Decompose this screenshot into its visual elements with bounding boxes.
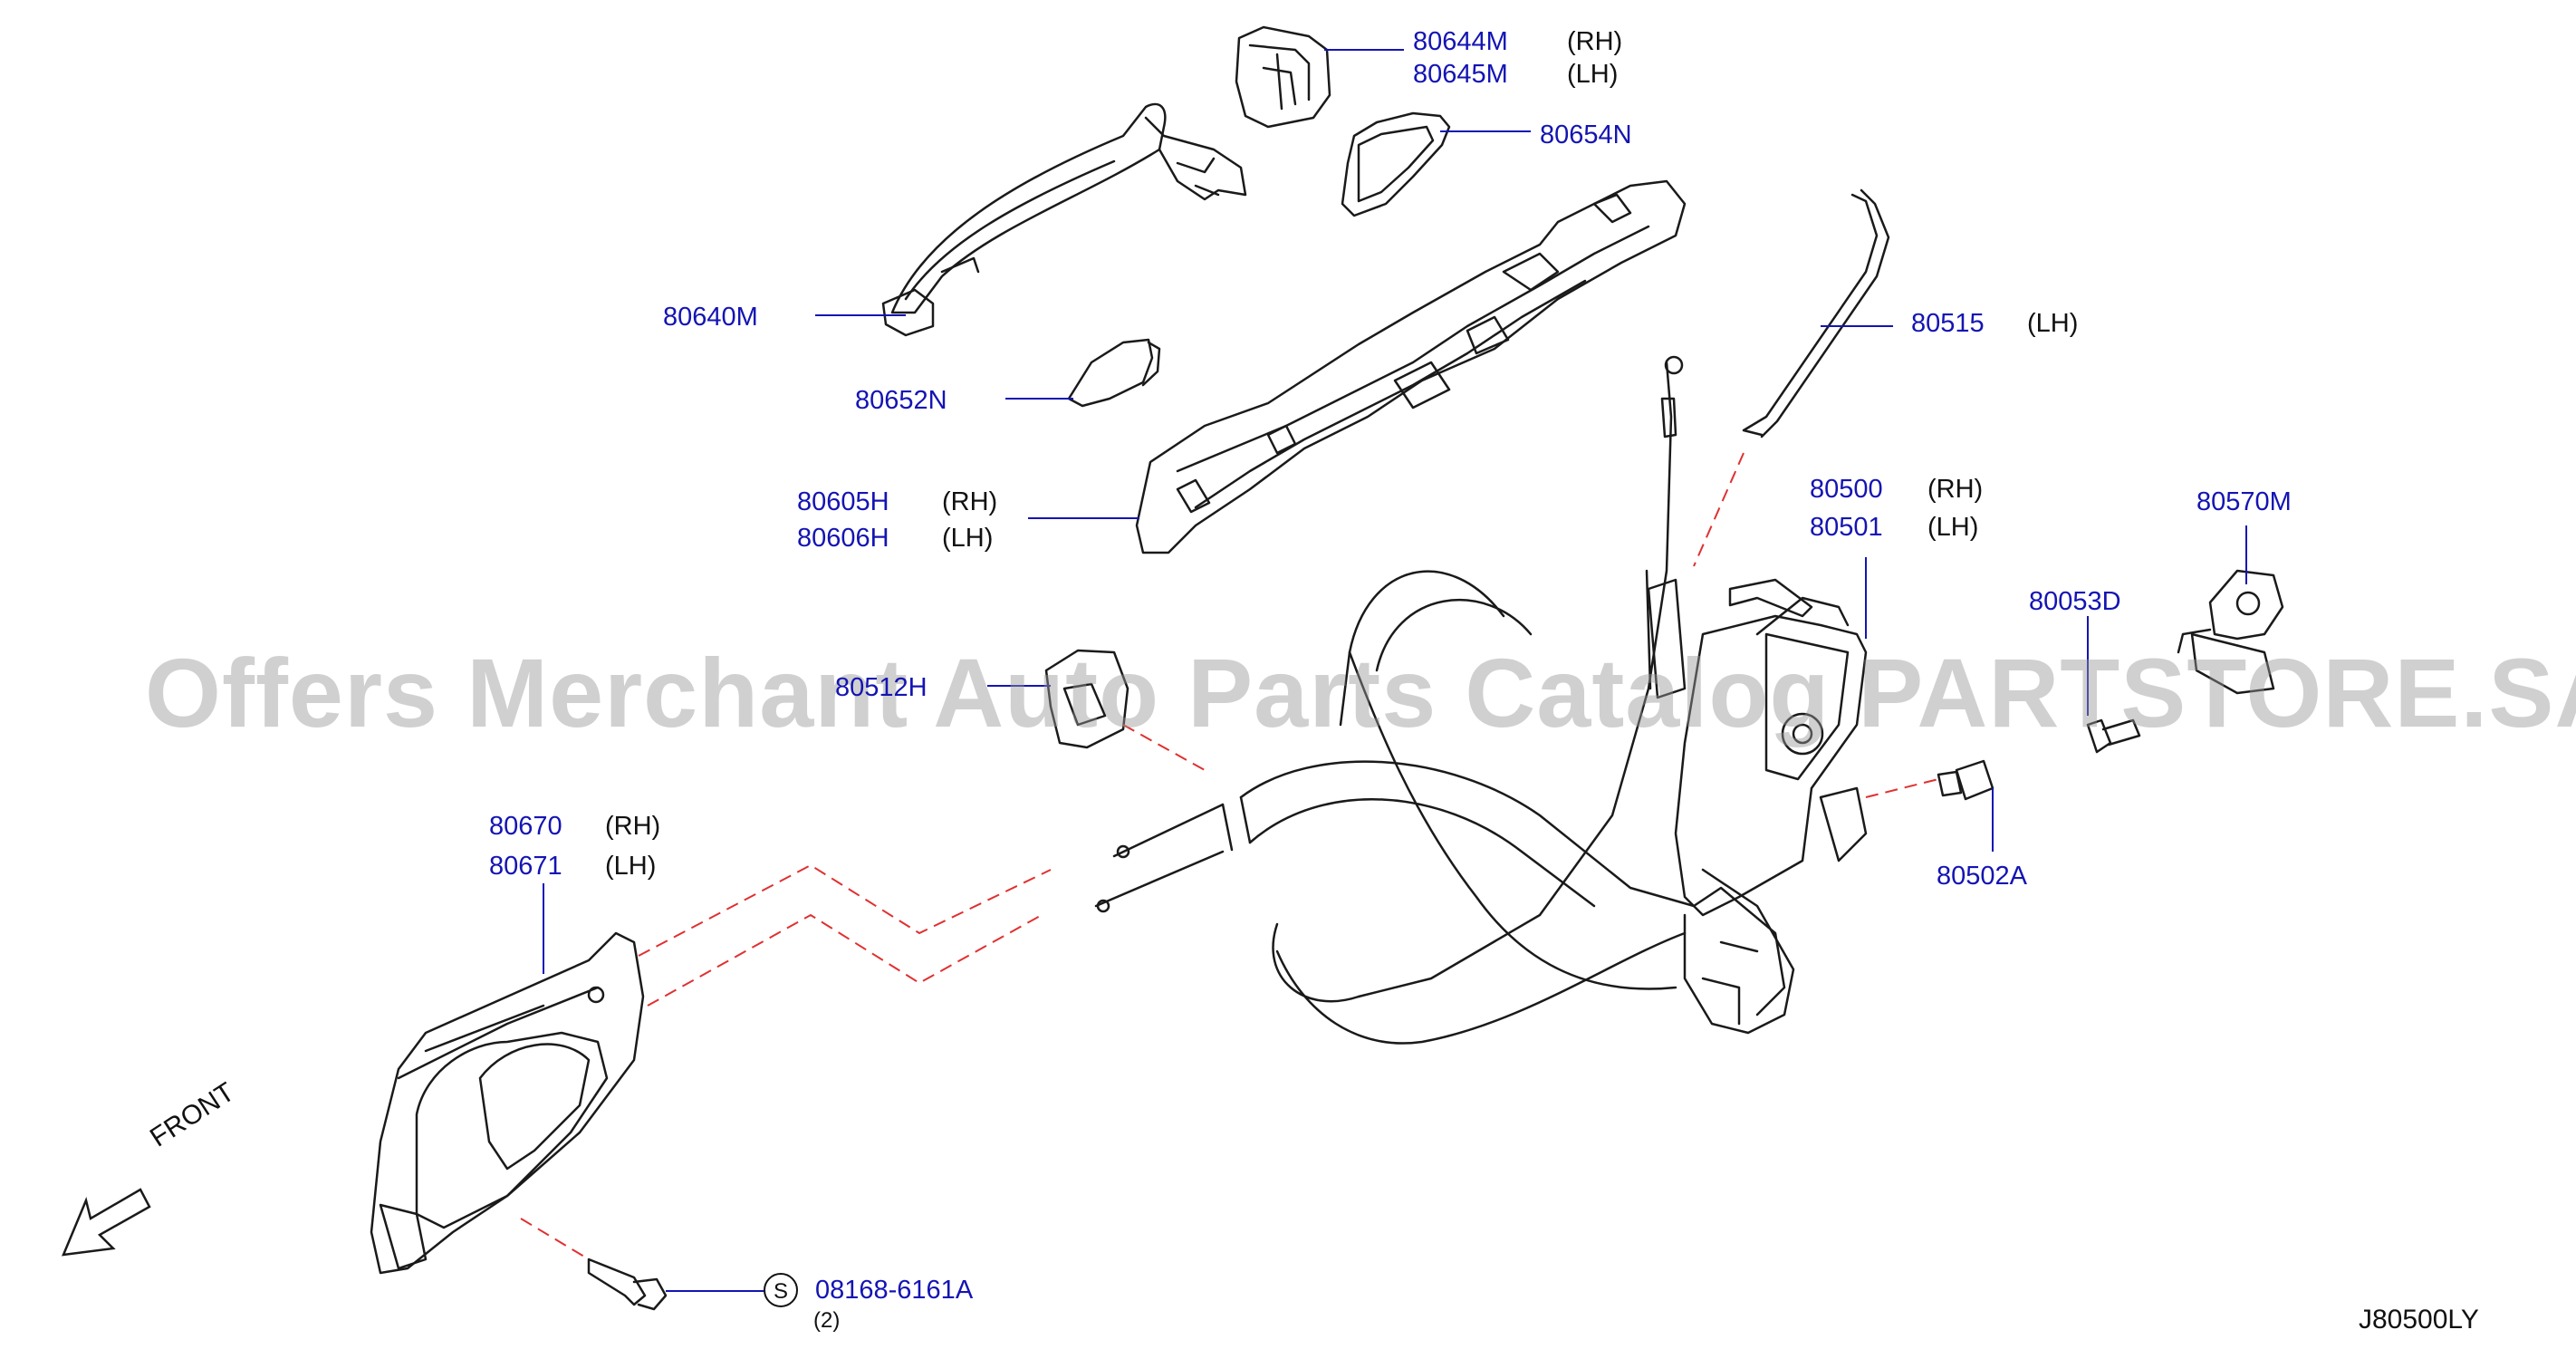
part-80640m-label[interactable]: 80640M <box>663 303 758 332</box>
part-80515-label[interactable]: 80515 <box>1911 309 1985 338</box>
rod-drawing <box>1742 188 1890 438</box>
part-80605h-label[interactable]: 80605H <box>797 487 889 516</box>
bolt-drawing <box>587 1257 668 1311</box>
assembly-guides <box>520 452 1939 1260</box>
clip-drawing <box>1044 649 1129 749</box>
part-80500-label[interactable]: 80500 <box>1810 475 1883 504</box>
part-80644m-side: (RH) <box>1567 27 1623 56</box>
front-arrow-icon <box>62 1188 151 1257</box>
bolt-symbol-badge: S <box>764 1273 798 1307</box>
part-80654n-label[interactable]: 80654N <box>1540 120 1632 149</box>
handle-bracket-drawing <box>1135 179 1687 554</box>
handle-cap-drawing <box>1235 25 1331 129</box>
part-80670-label[interactable]: 80670 <box>489 812 562 841</box>
leader-lines <box>543 49 2247 1292</box>
part-80645m-side: (LH) <box>1567 60 1619 89</box>
part-80502a-label[interactable]: 80502A <box>1937 862 2027 891</box>
part-80644m-label[interactable]: 80644M <box>1413 27 1508 56</box>
bolt-quantity: (2) <box>813 1308 841 1333</box>
part-80645m-label[interactable]: 80645M <box>1413 60 1508 89</box>
part-80501-label[interactable]: 80501 <box>1810 513 1883 542</box>
part-80671-label[interactable]: 80671 <box>489 852 562 881</box>
part-80606h-label[interactable]: 80606H <box>797 524 889 553</box>
screw-80502a-drawing <box>1937 759 1994 801</box>
cable-drawing <box>1094 355 1813 1045</box>
striker-drawing <box>2177 569 2284 695</box>
door-lock-actuator-drawing <box>1674 596 1868 1035</box>
diagram-code: J80500LY <box>2359 1305 2479 1335</box>
part-80500-side: (RH) <box>1927 475 1984 504</box>
part-80606h-side: (LH) <box>942 524 994 553</box>
part-80670-side: (RH) <box>605 812 661 841</box>
part-80671-side: (LH) <box>605 852 657 881</box>
screw-80053d-drawing <box>2086 718 2141 754</box>
part-80512h-label[interactable]: 80512H <box>835 673 928 702</box>
part-80652n-label[interactable]: 80652N <box>855 386 947 415</box>
part-80605h-side: (RH) <box>942 487 998 516</box>
part-08168-6161a-label[interactable]: 08168-6161A <box>815 1276 974 1305</box>
inside-handle-drawing <box>370 931 645 1275</box>
part-80515-side: (LH) <box>2027 309 2079 338</box>
small-gasket-drawing <box>1067 338 1161 408</box>
part-80053d-label[interactable]: 80053D <box>2029 587 2121 616</box>
part-80501-side: (LH) <box>1927 513 1979 542</box>
outside-handle-drawing <box>881 102 1247 337</box>
part-80570m-label[interactable]: 80570M <box>2196 487 2292 516</box>
gasket-drawing <box>1341 111 1451 217</box>
